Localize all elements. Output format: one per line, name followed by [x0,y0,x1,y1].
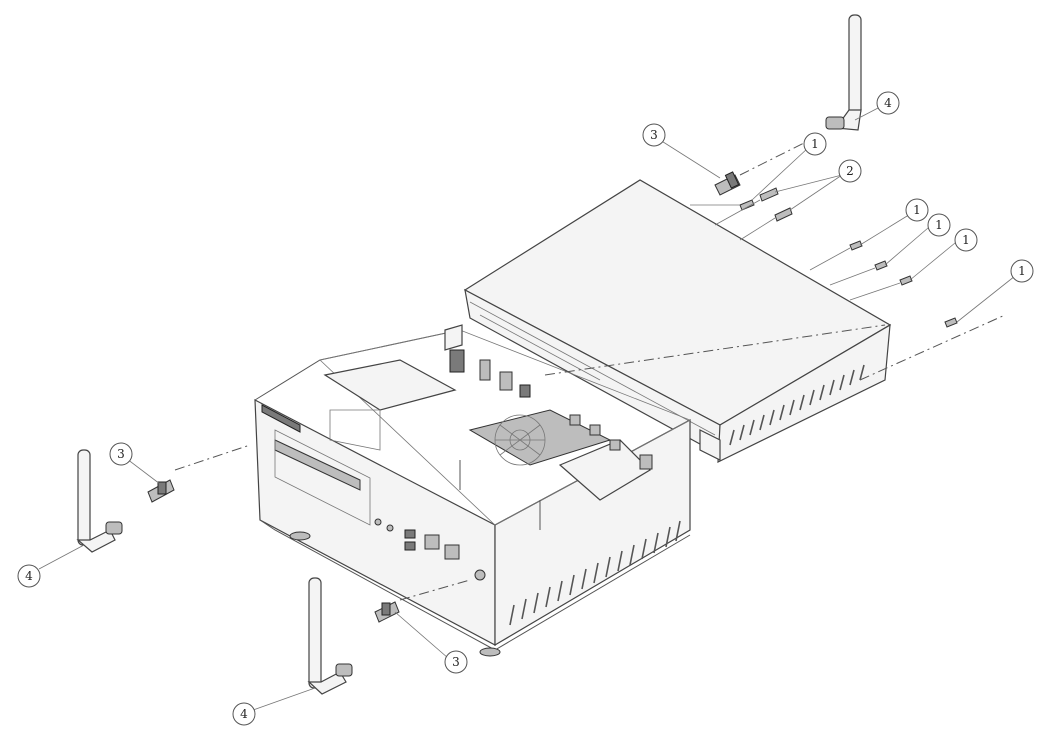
antennas [76,14,862,695]
callout-1b: 1 [905,198,929,222]
antenna-top [825,14,862,131]
antenna-left [76,449,123,553]
callout-2: 2 [838,159,862,183]
screw-2a [759,187,779,202]
callout-4a-label: 4 [884,96,892,110]
top-cover [463,179,892,463]
screw-2b [774,207,793,222]
callout-1d-label: 1 [962,233,970,247]
base-chassis [254,324,691,657]
callout-4b: 4 [17,564,41,588]
callout-2-label: 2 [846,164,854,178]
callout-4b-label: 4 [25,569,33,583]
screw-1c [874,260,888,271]
chassis-vents [509,520,681,626]
screw-1d [899,275,913,286]
callout-1d: 1 [954,228,978,252]
callout-1a-label: 1 [811,137,819,151]
callout-1c: 1 [927,213,951,237]
callout-1e: 1 [1010,259,1034,283]
callout-3b-label: 3 [117,447,125,461]
callout-bubbles: 1 1 1 1 1 2 3 3 [17,91,1034,726]
antenna-connectors [147,171,741,623]
screw-1b [849,240,863,251]
antenna-bottom [307,577,353,695]
callout-3b: 3 [109,442,133,466]
callout-3c-label: 3 [452,655,460,669]
callout-4c-label: 4 [240,707,248,721]
screws [690,187,958,328]
callout-1e-label: 1 [1018,264,1026,278]
screw-1a [739,199,755,211]
cover-vents [729,364,865,446]
callout-1c-label: 1 [935,218,943,232]
connector-top [714,171,741,196]
callout-3c: 3 [444,650,468,674]
callout-4c: 4 [232,702,256,726]
io-ports [374,518,486,581]
screw-1e [944,317,958,328]
callout-1a: 1 [803,132,827,156]
motherboard-area [319,329,691,530]
callout-1b-label: 1 [913,203,921,217]
callout-3a: 3 [642,123,666,147]
callout-leaders [38,106,1016,711]
connector-bottom [374,601,400,623]
connector-left [147,479,175,503]
callout-4a: 4 [876,91,900,115]
callout-3a-label: 3 [650,128,658,142]
